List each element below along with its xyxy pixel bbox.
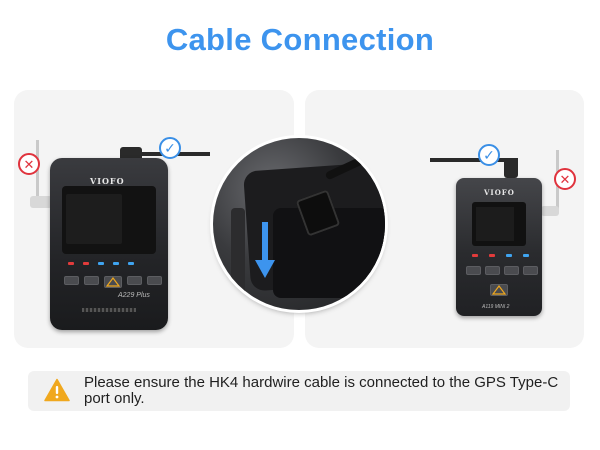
button-4 bbox=[523, 266, 538, 275]
led-pwr bbox=[472, 254, 478, 257]
warning-triangle-icon bbox=[105, 277, 121, 287]
led-gps bbox=[98, 262, 104, 265]
button-2 bbox=[84, 276, 99, 285]
button-5 bbox=[147, 276, 162, 285]
model-label: A119 MINI 2 bbox=[482, 304, 510, 310]
emergency-button bbox=[104, 276, 122, 288]
camera-screen bbox=[62, 186, 156, 254]
button-2 bbox=[485, 266, 500, 275]
button-3 bbox=[504, 266, 519, 275]
correct-port-check-icon: ✓ bbox=[478, 144, 500, 166]
speaker-grill bbox=[82, 308, 136, 312]
closeup-camera-edge bbox=[231, 208, 245, 298]
emergency-button bbox=[490, 284, 508, 296]
model-label: A229 Plus bbox=[118, 292, 150, 299]
warning-triangle-icon bbox=[491, 285, 507, 295]
status-leds bbox=[472, 254, 529, 257]
incorrect-port-x-icon: ✕ bbox=[18, 153, 40, 175]
button-4 bbox=[127, 276, 142, 285]
wrong-side-plug bbox=[30, 196, 52, 208]
notice-text: Please ensure the HK4 hardwire cable is … bbox=[84, 374, 559, 407]
gps-cable bbox=[430, 158, 518, 162]
incorrect-port-x-icon: ✕ bbox=[554, 168, 576, 190]
correct-port-check-icon: ✓ bbox=[159, 137, 181, 159]
gps-cable-plug bbox=[504, 158, 518, 178]
warning-triangle-icon bbox=[44, 378, 70, 402]
dashcam-a119-mini-2: VIOFO A119 MINI 2 bbox=[456, 178, 542, 316]
led-gps bbox=[506, 254, 512, 257]
brand-logo: VIOFO bbox=[90, 176, 125, 186]
button-1 bbox=[64, 276, 79, 285]
led-5g bbox=[113, 262, 119, 265]
camera-buttons bbox=[64, 276, 162, 288]
status-leds bbox=[68, 262, 134, 265]
port-closeup bbox=[213, 138, 385, 310]
led-wifi bbox=[128, 262, 134, 265]
connection-notice: Please ensure the HK4 hardwire cable is … bbox=[28, 371, 570, 411]
brand-logo: VIOFO bbox=[484, 188, 515, 197]
led-rec bbox=[83, 262, 89, 265]
page-title: Cable Connection bbox=[165, 22, 435, 57]
led-wifi bbox=[523, 254, 529, 257]
led-pwr bbox=[68, 262, 74, 265]
button-1 bbox=[466, 266, 481, 275]
dashcam-a229-plus: VIOFO A229 Plus bbox=[50, 158, 168, 330]
camera-screen bbox=[472, 202, 526, 246]
insert-arrow-icon bbox=[255, 222, 275, 278]
wrong-side-plug bbox=[541, 206, 559, 216]
camera-buttons bbox=[466, 266, 538, 275]
led-rec bbox=[489, 254, 495, 257]
wrong-side-cable bbox=[36, 140, 39, 202]
